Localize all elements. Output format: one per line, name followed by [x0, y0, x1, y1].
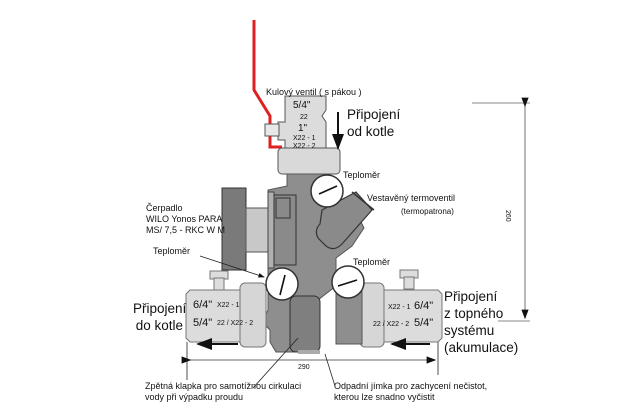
- right-size-2-sub: 22 / X22 - 2: [373, 321, 410, 328]
- thermometer-label-left: Teploměr: [153, 246, 191, 256]
- left-size-1-sub: X22 - 1: [217, 302, 240, 309]
- valve-lever-end: [268, 132, 282, 149]
- valve-lever[interactable]: [252, 20, 272, 124]
- connection-from-heating-label: Připojení z topného systému (akumulace): [444, 289, 519, 355]
- left-size-1: 6/4": [193, 299, 213, 311]
- left-fitting: [185, 270, 267, 348]
- thermometer-left: [265, 267, 299, 301]
- right-size-1-sub: X22 - 1: [388, 304, 411, 311]
- right-size-1: 6/4": [414, 300, 434, 312]
- left-size-2-sub: 22 / X22 - 2: [217, 320, 254, 327]
- top-size-1-sub: 22: [300, 114, 308, 121]
- top-size-2-sub-1: X22 - 1: [293, 135, 316, 142]
- connection-from-boiler-label: Připojení od kotle: [347, 107, 401, 139]
- left-size-2: 5/4": [193, 317, 213, 329]
- pump: [221, 187, 297, 271]
- thermometer-top: [310, 174, 344, 208]
- dimension-width-value: 290: [298, 364, 310, 371]
- top-union-nut: [277, 147, 341, 175]
- right-size-2: 5/4": [414, 317, 434, 329]
- check-valve-note: Zpětná klapka pro samotížnou cirkulaci v…: [145, 381, 302, 402]
- drain-note: Odpadní jímka pro zachycení nečistot, kt…: [334, 381, 488, 402]
- top-size-1: 5/4": [293, 100, 311, 111]
- top-size-2-sub-2: X22 - 2: [293, 143, 316, 150]
- connection-to-boiler-label: Připojení do kotle: [133, 301, 187, 333]
- drain-plug: [298, 350, 320, 354]
- thermovalve-label: Vestavěný termoventil: [367, 193, 456, 203]
- thermometer-label-top: Teploměr: [343, 170, 381, 180]
- ball-valve-label: Kulový ventil ( s pákou ): [266, 87, 362, 97]
- dimension-height-value: 260: [504, 210, 511, 222]
- pump-label: Čerpadlo WILO Yonos PARA MS/ 7,5 - RKC W…: [146, 203, 226, 235]
- thermometer-label-right: Teploměr: [353, 257, 391, 267]
- valve-stem: [264, 123, 280, 137]
- top-size-2: 1": [298, 123, 308, 134]
- thermovalve-sublabel: (termopatrona): [401, 207, 454, 216]
- thermometer-right: [331, 265, 365, 299]
- check-valve-chamber: [289, 295, 321, 353]
